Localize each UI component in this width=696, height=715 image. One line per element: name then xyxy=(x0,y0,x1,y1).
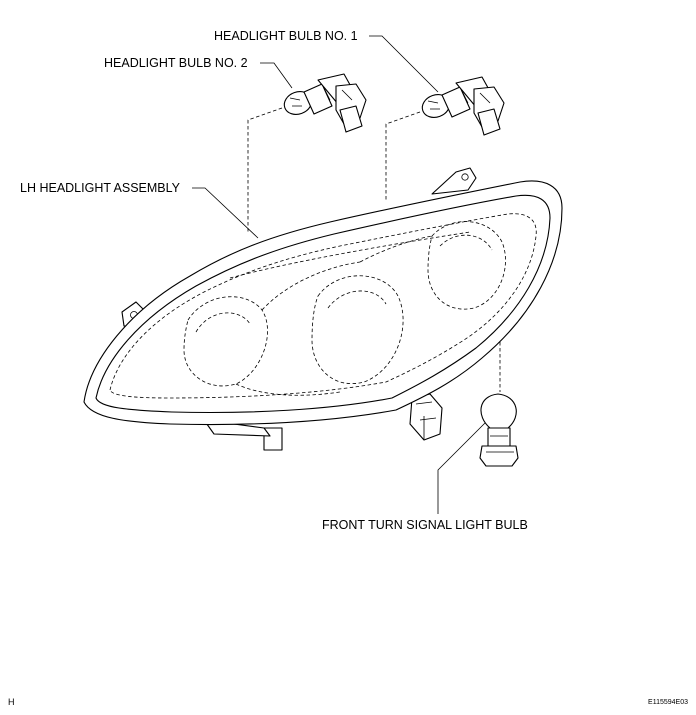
label-headlight-bulb-no-1: HEADLIGHT BULB NO. 1 xyxy=(214,29,358,43)
leader-bulb-no-1 xyxy=(369,35,439,93)
leader-turn-signal xyxy=(437,419,489,514)
label-front-turn-signal-bulb: FRONT TURN SIGNAL LIGHT BULB xyxy=(322,518,528,532)
label-lh-headlight-assembly: LH HEADLIGHT ASSEMBLY xyxy=(20,181,181,195)
turn-signal-bulb xyxy=(479,393,519,467)
headlight-housing xyxy=(83,167,563,451)
label-headlight-bulb-no-2: HEADLIGHT BULB NO. 2 xyxy=(104,56,248,70)
figure-code: E115594E03 xyxy=(648,699,688,706)
corner-mark-h: H xyxy=(8,697,15,707)
leader-bulb-no-2 xyxy=(260,62,293,89)
guide-bulb-no-2 xyxy=(247,107,283,232)
leader-assembly xyxy=(192,187,259,239)
guide-bulb-no-1 xyxy=(385,111,421,200)
headlight-bulb-no-2 xyxy=(283,73,367,133)
headlight-bulb-no-1 xyxy=(421,76,505,136)
